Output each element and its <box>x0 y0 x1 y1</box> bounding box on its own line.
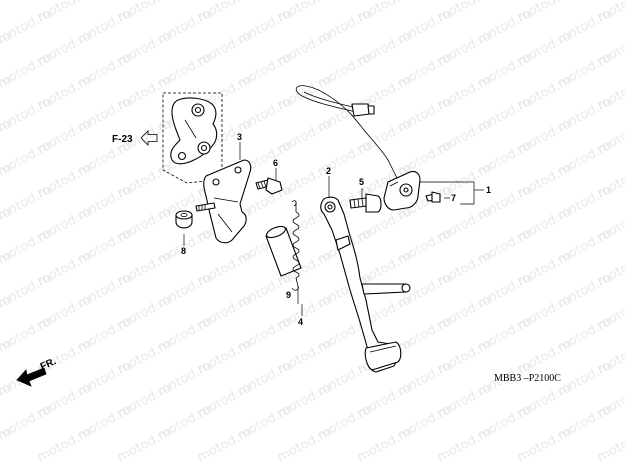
part-screw[interactable] <box>425 191 441 203</box>
watermark-text: motod.ru <box>515 424 575 465</box>
watermark-text: motod.ru <box>35 424 95 465</box>
diagram-code: MBB3 –P2100C <box>494 373 561 384</box>
reference-label[interactable]: F-23 <box>112 134 133 145</box>
part-side-stand-switch[interactable] <box>295 85 421 211</box>
part-side-stand-bracket[interactable] <box>195 159 252 244</box>
part-bolt[interactable] <box>255 177 283 195</box>
callout-leaders <box>183 142 484 316</box>
watermark-text: motod.ru <box>435 424 495 465</box>
watermark-text: motod.ru <box>195 424 255 465</box>
callout-8[interactable]: 8 <box>181 246 186 256</box>
callout-2[interactable]: 2 <box>326 166 331 176</box>
callout-5[interactable]: 5 <box>359 177 364 187</box>
part-side-stand[interactable] <box>320 196 411 373</box>
watermark-text: motod.ru <box>275 424 335 465</box>
callout-9[interactable]: 9 <box>286 290 291 300</box>
callout-3[interactable]: 3 <box>237 132 242 142</box>
watermark-text: motod.ru <box>355 424 415 465</box>
part-pivot-bolt[interactable] <box>349 193 382 213</box>
watermark-text: motod.ru <box>0 0 15 26</box>
reference-arrow-icon <box>140 130 158 146</box>
callout-4[interactable]: 4 <box>298 317 303 327</box>
part-spring-set[interactable] <box>265 200 302 291</box>
part-nut[interactable] <box>175 210 193 229</box>
callout-1[interactable]: 1 <box>486 185 491 195</box>
callout-7[interactable]: 7 <box>451 193 456 203</box>
front-direction-arrow-icon <box>16 367 47 387</box>
watermark-text: motod.ru <box>115 424 175 465</box>
callout-6[interactable]: 6 <box>273 158 278 168</box>
watermark-text: motod.ru <box>595 424 625 465</box>
